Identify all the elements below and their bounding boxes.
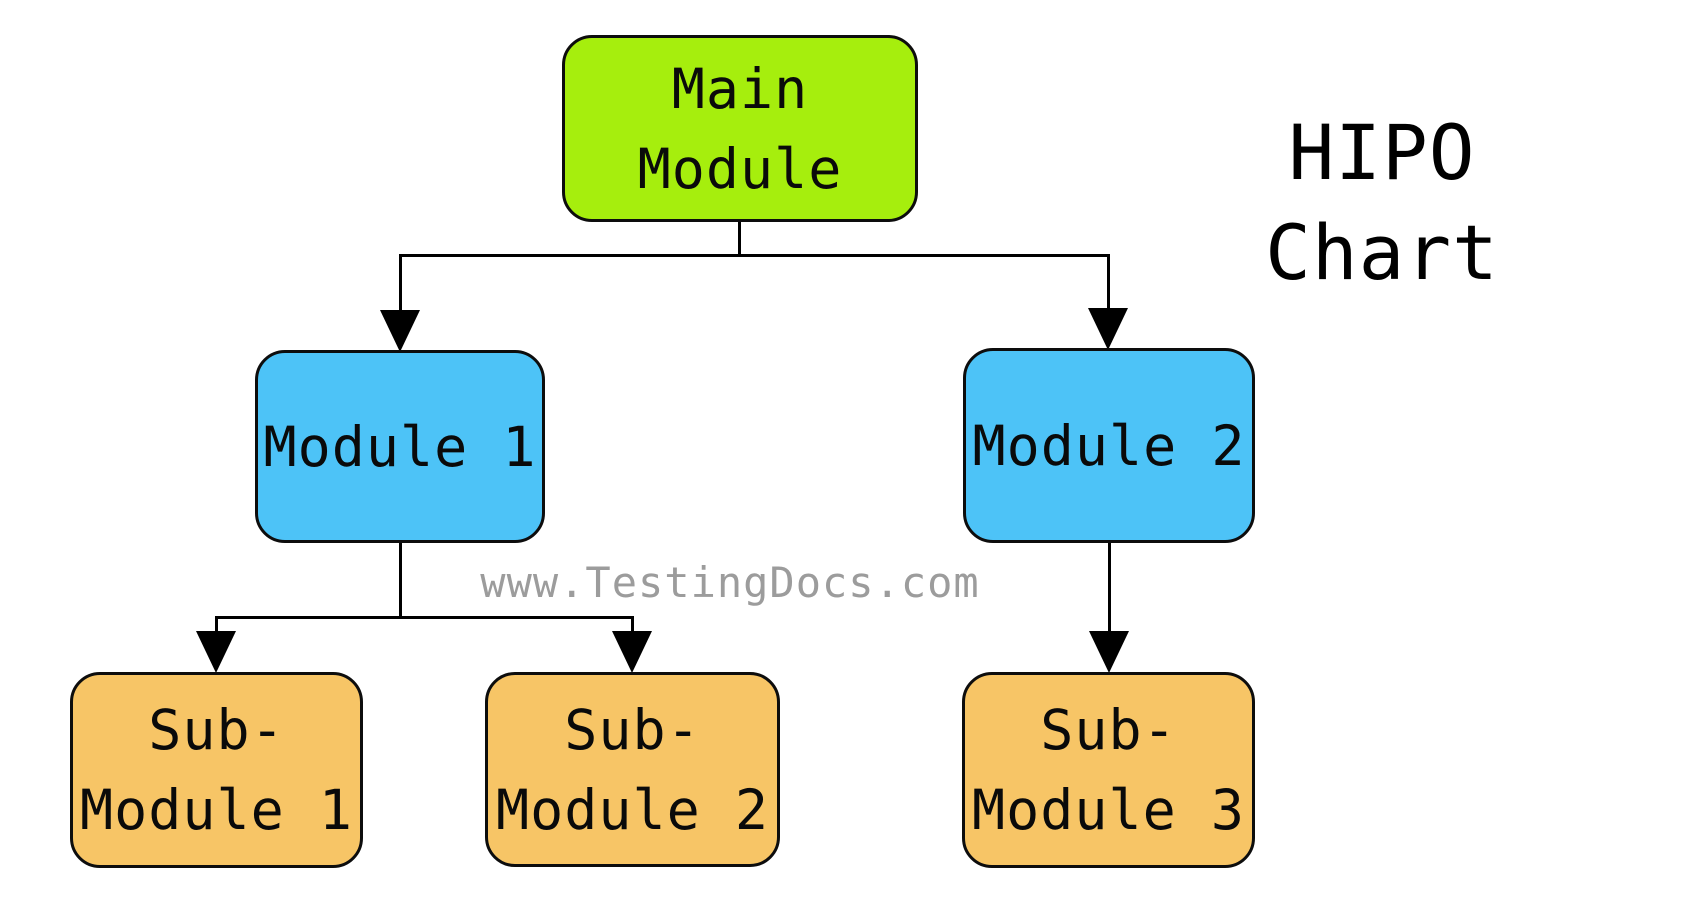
connector-top-branch — [399, 254, 1110, 257]
node-sub-module-3: Sub- Module 3 — [962, 672, 1255, 868]
connector-drop-module-1 — [399, 254, 402, 312]
node-sub-module-3-label: Sub- Module 3 — [972, 698, 1245, 842]
node-sub-module-1-label: Sub- Module 1 — [80, 698, 353, 842]
arrowhead-sub-module-2-icon — [612, 631, 652, 673]
node-main-module: Main Module — [562, 35, 918, 222]
node-module-1-label: Module 1 — [263, 414, 537, 479]
node-sub-module-2: Sub- Module 2 — [485, 672, 780, 867]
connector-drop-sub-module-1 — [215, 616, 218, 634]
connector-main-module-stem — [738, 220, 741, 256]
arrowhead-sub-module-3-icon — [1089, 631, 1129, 673]
connector-drop-module-2 — [1107, 254, 1110, 310]
connector-drop-sub-module-2 — [631, 616, 634, 634]
watermark-text: www.TestingDocs.com — [480, 558, 980, 607]
node-sub-module-2-label: Sub- Module 2 — [496, 697, 769, 842]
arrowhead-module-1-icon — [380, 310, 420, 352]
arrowhead-sub-module-1-icon — [196, 631, 236, 673]
node-main-module-label: Main Module — [637, 56, 843, 201]
node-sub-module-1: Sub- Module 1 — [70, 672, 363, 868]
page-title: HIPO Chart — [1265, 108, 1499, 297]
connector-module-1-stem — [399, 541, 402, 619]
connector-module-2-stem — [1108, 541, 1111, 634]
arrowhead-module-2-icon — [1088, 308, 1128, 350]
connector-sub-branch — [215, 616, 634, 619]
node-module-1: Module 1 — [255, 350, 545, 543]
node-module-2-label: Module 2 — [972, 413, 1246, 478]
node-module-2: Module 2 — [963, 348, 1255, 543]
